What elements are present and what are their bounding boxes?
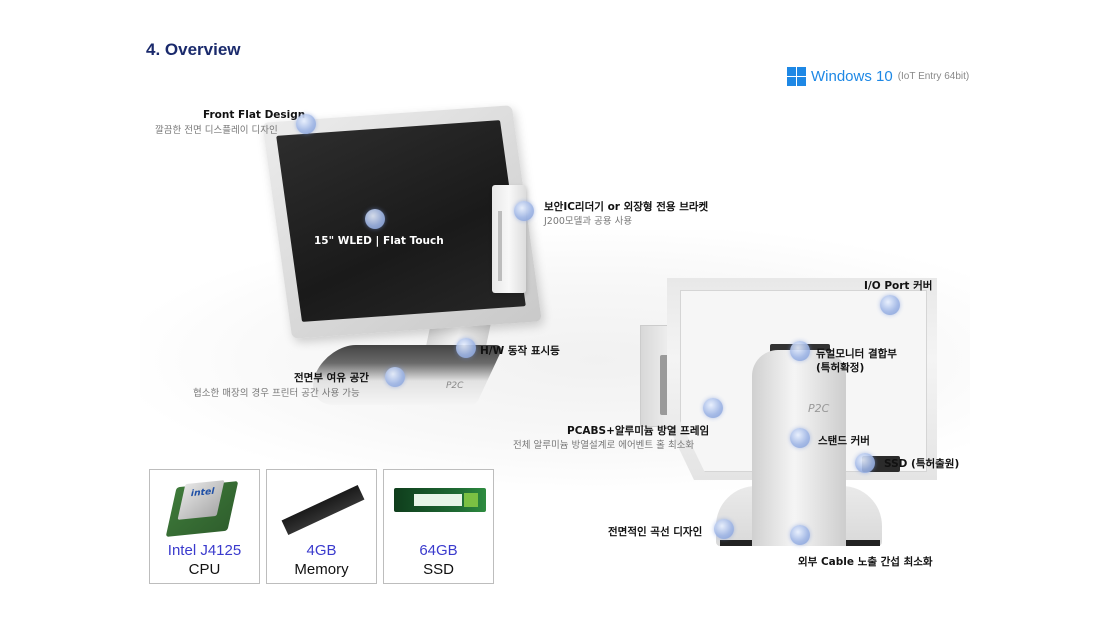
spec-label: Memory (294, 561, 349, 578)
rear-brand-logo: P2C (808, 402, 830, 415)
windows-logo-icon (787, 67, 806, 86)
ssd-m2-icon (384, 470, 493, 542)
hotspot-front-space[interactable] (385, 367, 405, 387)
hotspot-curve-design[interactable] (714, 519, 734, 539)
rear-stand (752, 350, 846, 546)
hotspot-screen[interactable] (365, 209, 385, 229)
screen-label: 15" WLED | Flat Touch (314, 235, 444, 247)
hotspot-hw-indicator[interactable] (456, 338, 476, 358)
hotspot-io-cover[interactable] (880, 295, 900, 315)
os-name: Windows 10 (811, 68, 893, 85)
hotspot-dual-monitor[interactable] (790, 341, 810, 361)
frame-title: PCABS+알루미늄 방열 프레임 (567, 425, 710, 437)
front-brand-logo: P2C (446, 381, 464, 391)
frame-desc: 전체 알루미늄 방열설계로 에어벤트 홀 최소화 (513, 440, 695, 451)
cpu-chip-icon: intel (150, 470, 259, 542)
spec-card-ssd: 64GB SSD (383, 469, 494, 584)
front-space-desc: 협소한 매장의 경우 프린터 공간 사용 가능 (193, 388, 360, 399)
spec-value: 64GB (419, 542, 458, 559)
dual-monitor-line2: (특허확정) (816, 362, 865, 374)
spec-value: 4GB (306, 542, 337, 559)
bracket-desc: J200모델과 공용 사용 (544, 216, 633, 227)
cable-label: 외부 Cable 노출 간섭 최소화 (798, 556, 933, 568)
flat-design-desc: 깔끔한 전면 디스플레이 디자인 (155, 125, 278, 136)
front-screen (276, 120, 526, 322)
os-note: (IoT Entry 64bit) (897, 71, 970, 82)
spec-card-memory: 4GB Memory (266, 469, 377, 584)
dual-monitor-line1: 듀얼모니터 결합부 (816, 348, 897, 360)
stand-cover-label: 스탠드 커버 (818, 435, 870, 447)
bracket-title: 보안IC리더기 or 외장형 전용 브라켓 (544, 201, 709, 213)
page-title: 4. Overview (146, 40, 241, 59)
flat-design-title: Front Flat Design (203, 109, 306, 121)
hotspot-flat-design[interactable] (296, 114, 316, 134)
hotspot-frame[interactable] (703, 398, 723, 418)
curve-design-label: 전면적인 곡선 디자인 (608, 526, 703, 538)
ssd-label: SSD (특허출원) (884, 458, 960, 470)
hotspot-stand-cover[interactable] (790, 428, 810, 448)
os-badge: Windows 10 (IoT Entry 64bit) (787, 67, 969, 86)
spec-label: CPU (188, 561, 221, 578)
spec-card-cpu: intel Intel J4125 CPU (149, 469, 260, 584)
ram-module-icon (267, 470, 376, 542)
hw-indicator-label: H/W 동작 표시등 (480, 345, 560, 357)
spec-label: SSD (423, 561, 454, 578)
spec-value: Intel J4125 (167, 542, 242, 559)
hotspot-ssd[interactable] (855, 453, 875, 473)
front-space-title: 전면부 여유 공간 (294, 372, 369, 384)
hotspot-cable[interactable] (790, 525, 810, 545)
hotspot-bracket[interactable] (514, 201, 534, 221)
io-cover-label: I/O Port 커버 (864, 280, 933, 292)
